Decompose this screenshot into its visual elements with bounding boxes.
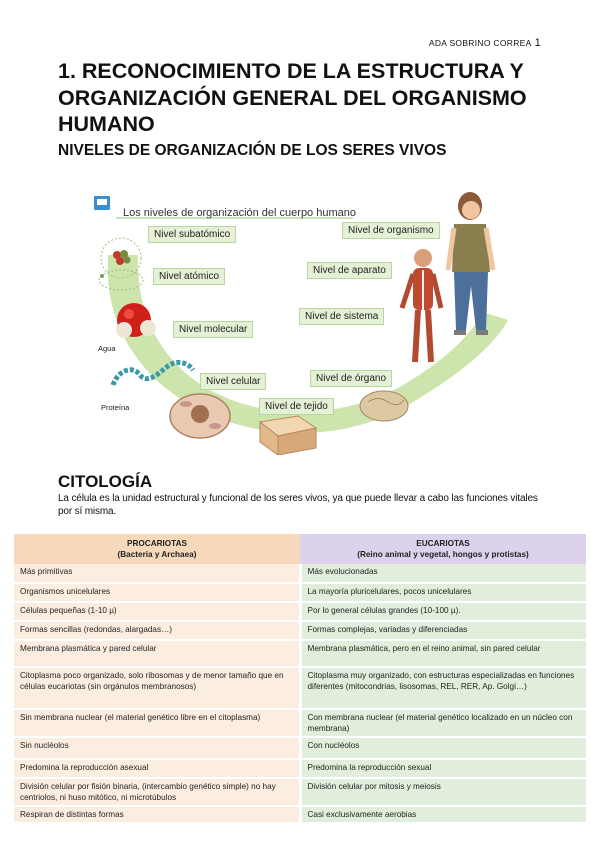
table-cell-eukaryote: Por lo general células grandes (10-100 µ…	[300, 602, 586, 622]
table-cell-eukaryote: Predomina la reproducción sexual	[300, 759, 586, 779]
table-cell-eukaryote: La mayoría pluricelulares, pocos unicelu…	[300, 583, 586, 603]
table-cell-eukaryote: Formas complejas, variadas y diferenciad…	[300, 621, 586, 641]
table-row: Células pequeñas (1-10 µ)Por lo general …	[14, 602, 586, 622]
header-eukaryotes-sub: (Reino animal y vegetal, hongos y protis…	[357, 550, 529, 559]
book-icon	[94, 196, 110, 210]
table-cell-eukaryote: Más evolucionadas	[300, 564, 586, 584]
table-cell-prokaryote: Citoplasma poco organizado, solo ribosom…	[14, 667, 302, 710]
subatomic-particles-icon	[100, 237, 142, 279]
label-tissue-level: Nivel de tejido	[259, 398, 334, 415]
header-prokaryotes: PROCARIOTAS (Bacteria y Archaea)	[14, 534, 300, 564]
header-prokaryotes-name: PROCARIOTAS	[127, 539, 187, 548]
table-cell-prokaryote: Predomina la reproducción asexual	[14, 759, 302, 779]
table-cell-prokaryote: Células pequeñas (1-10 µ)	[14, 602, 302, 622]
cytology-title: CITOLOGÍA	[58, 472, 153, 491]
page-number: 1	[534, 37, 541, 49]
label-organism-level: Nivel de organismo	[342, 222, 440, 239]
anatomy-figure-icon	[399, 249, 444, 363]
levels-illustration	[94, 192, 508, 456]
label-system-level: Nivel de sistema	[299, 308, 385, 325]
table-cell-prokaryote: Sin membrana nuclear (el material genéti…	[14, 709, 302, 738]
table-cell-prokaryote: Membrana plasmática y pared celular	[14, 640, 302, 668]
table-cell-eukaryote: Con nucléolos	[300, 737, 586, 760]
levels-arc	[107, 255, 508, 434]
label-atomic-level: Nivel atómico	[153, 268, 226, 285]
organization-levels-figure: Los niveles de organización del cuerpo h…	[88, 190, 518, 456]
table-cell-prokaryote: Respiran de distintas formas	[14, 806, 302, 824]
table-cell-eukaryote: Casi exclusivamente aerobias	[300, 806, 586, 824]
water-molecule-icon	[116, 303, 156, 338]
table-cell-eukaryote: División celular por mitosis y meiosis	[300, 778, 586, 807]
atom-icon	[98, 269, 144, 291]
table-cell-prokaryote: Más primitivas	[14, 564, 302, 584]
label-cellular-level: Nivel celular	[200, 373, 267, 390]
table-cell-prokaryote: Formas sencillas (redondas, alargadas…)	[14, 621, 302, 641]
protein-chain-icon	[110, 360, 196, 386]
caption-protein: Proteína	[101, 403, 130, 412]
tissue-block-icon	[258, 415, 318, 456]
brain-icon	[359, 390, 409, 422]
table-cell-eukaryote: Con membrana nuclear (el material genéti…	[300, 709, 586, 738]
cell-comparison-table: PROCARIOTAS (Bacteria y Archaea) EUCARIO…	[14, 534, 586, 824]
caption-water: Agua	[98, 344, 116, 353]
table-cell-prokaryote: División celular por fisión binaria, (in…	[14, 778, 302, 807]
section-subtitle: NIVELES DE ORGANIZACIÓN DE LOS SERES VIV…	[58, 142, 447, 159]
table-row: Formas sencillas (redondas, alargadas…)F…	[14, 621, 586, 641]
label-subatomic-level: Nivel subatómico	[148, 226, 237, 243]
table-cell-prokaryote: Sin nucléolos	[14, 737, 302, 760]
table-cell-eukaryote: Citoplasma muy organizado, con estructur…	[300, 667, 586, 710]
label-organ-level: Nivel de órgano	[310, 370, 393, 387]
table-cell-prokaryote: Organismos unicelulares	[14, 583, 302, 603]
table-row: División celular por fisión binaria, (in…	[14, 778, 586, 807]
page-title: 1. RECONOCIMIENTO DE LA ESTRUCTURA Y ORG…	[58, 59, 527, 136]
cytology-intro: La célula es la unidad estructural y fun…	[58, 493, 538, 517]
header-eukaryotes-name: EUCARIOTAS	[416, 539, 470, 548]
author-name: ADA SOBRINO CORREA	[428, 38, 532, 48]
label-molecular-level: Nivel molecular	[173, 321, 254, 338]
label-apparatus-level: Nivel de aparato	[307, 262, 392, 279]
table-cell-eukaryote: Membrana plasmática, pero en el reino an…	[300, 640, 586, 668]
table-row: Sin membrana nuclear (el material genéti…	[14, 709, 586, 738]
header-eukaryotes: EUCARIOTAS (Reino animal y vegetal, hong…	[300, 534, 586, 564]
figure-heading: Los niveles de organización del cuerpo h…	[123, 207, 356, 219]
table-row: Citoplasma poco organizado, solo ribosom…	[14, 667, 586, 710]
person-icon	[445, 192, 496, 335]
table-header-row: PROCARIOTAS (Bacteria y Archaea) EUCARIO…	[14, 534, 586, 564]
header-prokaryotes-sub: (Bacteria y Archaea)	[117, 550, 197, 559]
cell-icon	[169, 393, 231, 439]
